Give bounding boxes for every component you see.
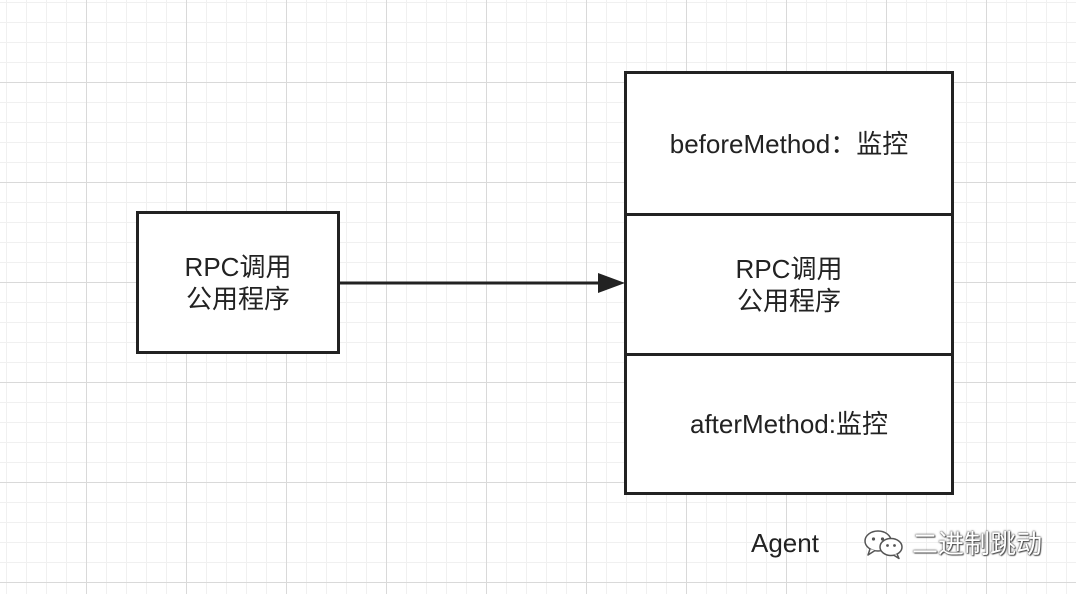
agent-box: beforeMethod：监控 RPC调用 公用程序 afterMethod:监… (624, 71, 954, 495)
before-method-section: beforeMethod：监控 (627, 74, 951, 213)
rpc-call-box-text: RPC调用 公用程序 (185, 251, 292, 315)
rpc-call-box: RPC调用 公用程序 (136, 211, 340, 354)
section-divider (627, 213, 951, 216)
agent-rpc-line2: 公用程序 (736, 285, 841, 316)
rpc-call-line1: RPC调用 (184, 251, 292, 282)
after-method-label: afterMethod:监控 (690, 408, 888, 439)
rpc-call-line2: 公用程序 (185, 283, 290, 314)
agent-caption: Agent (751, 528, 819, 558)
agent-rpc-line1: RPC调用 (735, 253, 843, 284)
section-divider (627, 353, 951, 356)
watermark-text: 二进制跳动 (912, 529, 1043, 559)
agent-rpc-text: RPC调用 公用程序 (736, 253, 843, 317)
before-method-label: beforeMethod：监控 (669, 128, 909, 159)
wechat-icon (864, 530, 903, 560)
after-method-section: afterMethod:监控 (627, 355, 951, 492)
agent-rpc-section: RPC调用 公用程序 (627, 215, 951, 354)
arrow-head (598, 273, 625, 293)
watermark: 二进制跳动 (862, 528, 1042, 560)
